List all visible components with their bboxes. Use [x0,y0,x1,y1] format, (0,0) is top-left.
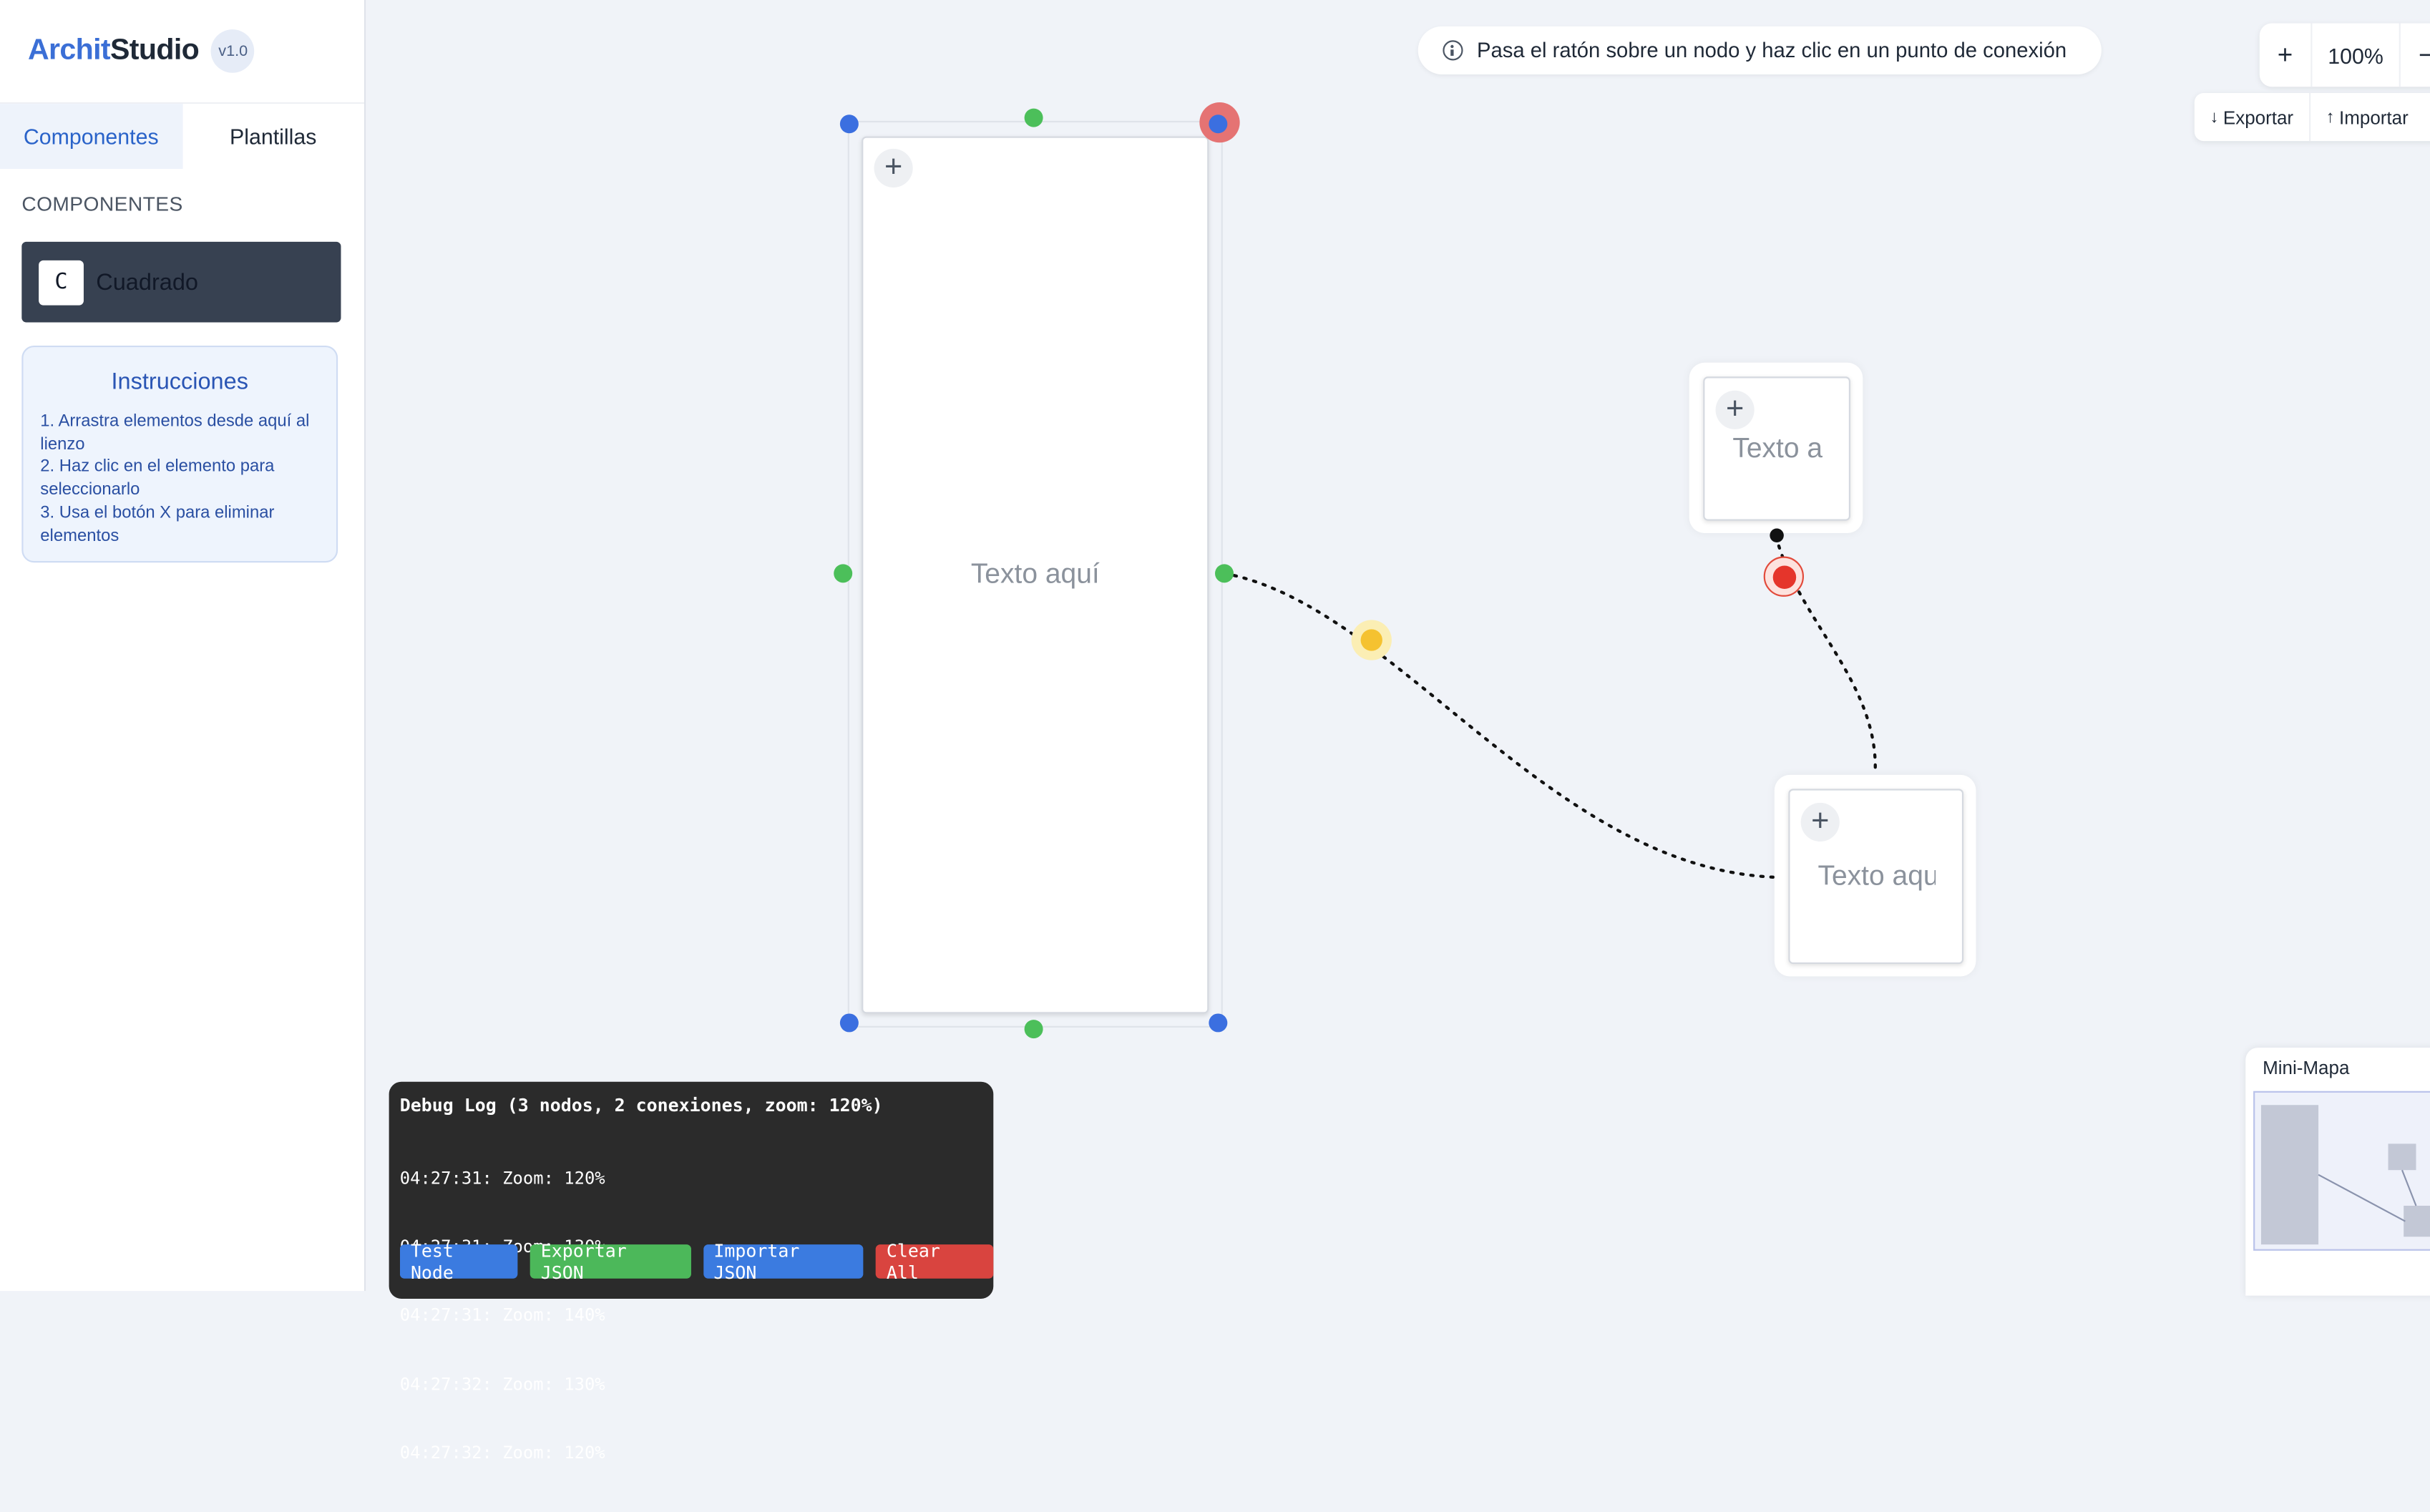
minimap-edge [2401,1169,2417,1206]
import-export-bar: ↓ Exportar ↑ Importar [2194,92,2430,142]
minimap-node [2404,1206,2430,1237]
minimap-viewport[interactable] [2253,1091,2430,1251]
test-node-button[interactable]: Test Node [399,1240,518,1283]
export-label: Exportar [2222,106,2294,128]
tab-componentes[interactable]: Componentes [0,104,182,170]
version-badge: v1.0 [211,29,255,73]
connection-point-left[interactable] [834,564,853,583]
app-title-accent: Archit [27,34,111,67]
node-add-button[interactable]: + [874,148,913,188]
debug-log-line: 04:27:31: Zoom: 140% [399,1305,605,1326]
node[interactable]: + Texto aquí [1703,376,1850,521]
node-text[interactable]: Texto aquí [1817,860,1936,892]
debug-title: Debug Log (3 nodos, 2 conexiones, zoom: … [399,1094,883,1116]
instruction-item: 1. Arrastra elementos desde aquí al lien… [40,412,310,454]
arrow-up-icon: ↑ [2326,107,2335,127]
component-cuadrado[interactable]: C Cuadrado [21,241,341,323]
info-icon [1443,40,1463,61]
square-component-icon: C [39,259,84,305]
connection-point-right[interactable] [1215,564,1234,583]
sidebar-tabs: Componentes Plantillas [0,102,364,170]
node[interactable]: + Texto aquí [862,136,1209,1014]
connection-point-bottom[interactable] [1024,1020,1043,1039]
hint-text: Pasa el ratón sobre un nodo y haz clic e… [1477,39,2067,62]
zoom-in-button[interactable]: + [2260,23,2313,87]
import-json-button[interactable]: Importar JSON [703,1240,864,1283]
zoom-controls: + 100% − [2259,23,2430,87]
logo: ArchitStudio v1.0 [28,28,255,74]
minimap-preview [2260,1105,2430,1245]
export-json-button[interactable]: Exportar JSON [530,1240,691,1283]
debug-log-line: 04:27:32: Zoom: 130% [399,1374,605,1395]
instructions-list: 1. Arrastra elementos desde aquí al lien… [40,411,328,547]
resize-handle-sw[interactable] [839,1013,859,1033]
clear-all-button[interactable]: Clear All [875,1240,994,1283]
zoom-out-button[interactable]: − [2401,23,2430,87]
connection-edge [1222,572,1777,879]
resize-handle-ne[interactable] [1209,114,1228,134]
instruction-item: 3. Usa el botón X para eliminar elemento… [40,503,275,545]
import-button[interactable]: ↑ Importar [2308,92,2424,142]
node-text[interactable]: Texto aquí [970,557,1100,590]
debug-log-line: 04:27:32: Zoom: 120% [399,1443,605,1463]
node-text[interactable]: Texto aquí [1732,432,1823,464]
edge-endpoint-dot[interactable] [1772,565,1796,588]
debug-buttons: Test Node Exportar JSON Importar JSON Cl… [399,1240,994,1283]
instructions-title: Instrucciones [111,369,248,396]
node[interactable]: + Texto aquí [1788,789,1964,965]
debug-log-line: 04:27:31: Zoom: 120% [399,1168,605,1189]
debug-log: 04:27:31: Zoom: 120% 04:27:31: Zoom: 130… [400,1122,605,1512]
connection-anchor[interactable] [1769,527,1783,542]
node-add-button[interactable]: + [1715,390,1755,429]
zoom-level: 100% [2312,23,2401,87]
instructions-panel: Instrucciones 1. Arrastra elementos desd… [21,345,338,563]
import-label: Importar [2339,106,2409,128]
arrow-down-icon: ↓ [2210,107,2219,127]
instruction-item: 2. Haz clic en el elemento para seleccio… [40,457,275,499]
component-label: Cuadrado [96,268,198,296]
resize-handle-nw[interactable] [839,114,859,134]
minimap: Mini-Mapa [2245,1048,2430,1296]
debug-panel: Debug Log (3 nodos, 2 conexiones, zoom: … [389,1081,994,1463]
minimap-node [2260,1105,2319,1245]
edge-midpoint-dot[interactable] [1360,629,1382,651]
minimap-title: Mini-Mapa [2263,1057,2350,1079]
export-button[interactable]: ↓ Exportar [2195,93,2309,141]
app-title-rest: Studio [110,34,200,67]
app-title: ArchitStudio [27,34,200,69]
tab-plantillas[interactable]: Plantillas [230,124,317,149]
resize-handle-se[interactable] [1209,1013,1228,1033]
hint-banner: Pasa el ratón sobre un nodo y haz clic e… [1418,26,2102,74]
minimap-edge [2318,1174,2406,1222]
connection-point-top[interactable] [1024,108,1043,127]
minimap-node [2388,1143,2416,1171]
sidebar: ArchitStudio v1.0 Componentes Plantillas… [0,0,366,1292]
node-add-button[interactable]: + [1800,802,1840,842]
section-title: COMPONENTES [21,192,183,216]
